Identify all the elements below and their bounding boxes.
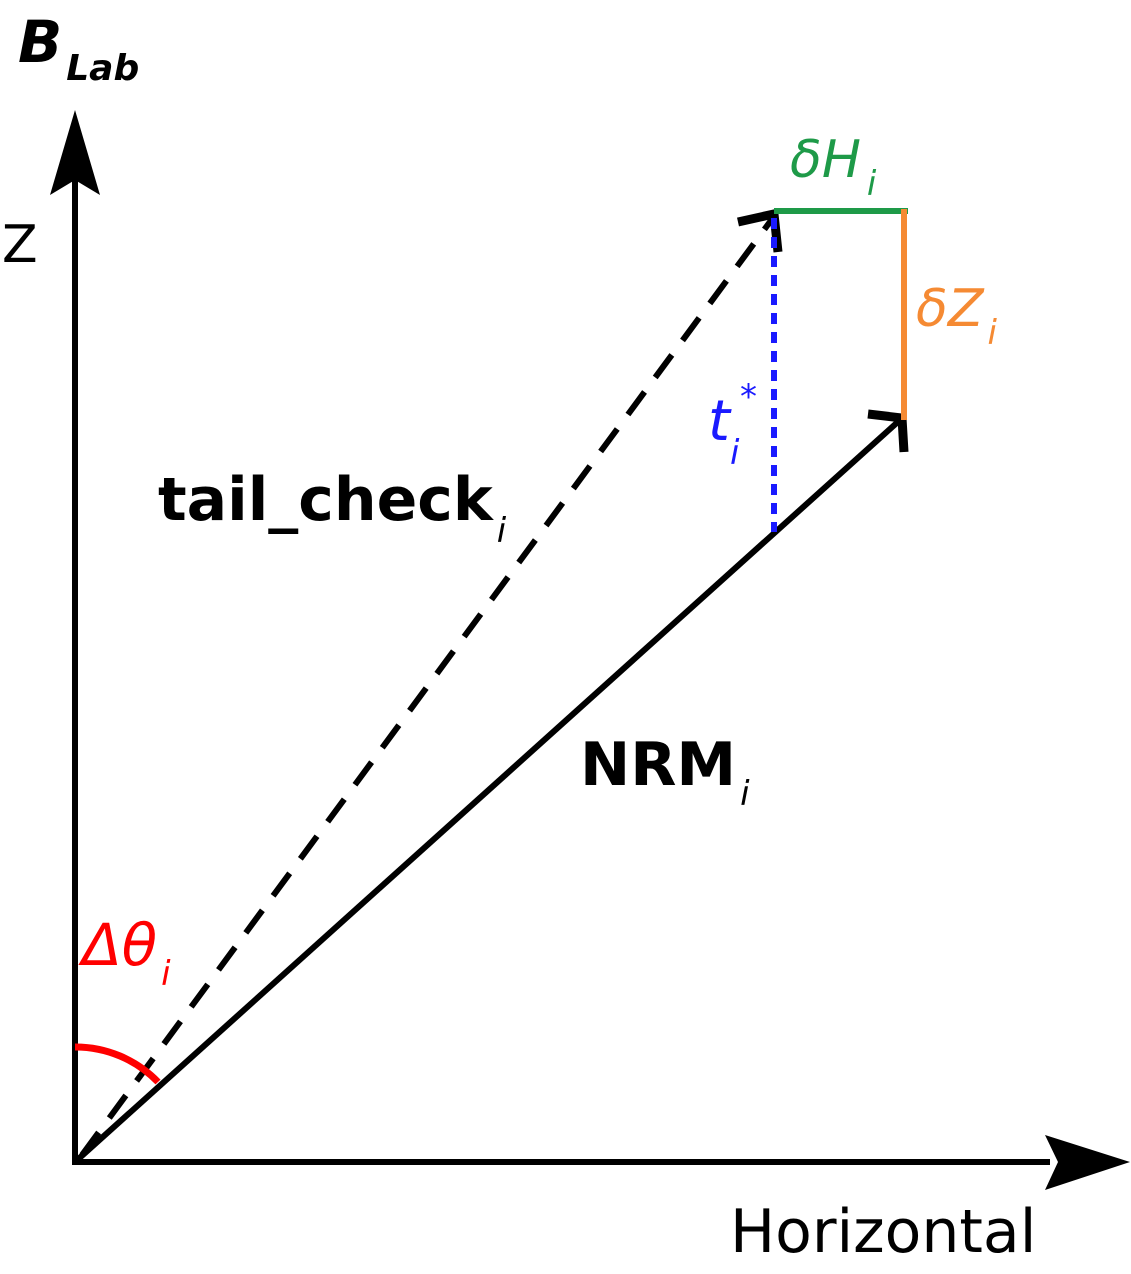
- field-label-main: B: [18, 8, 62, 76]
- nrm-vector-line: [72, 417, 903, 1165]
- delta-theta-arc: [74, 1043, 161, 1085]
- nrm-label-sub: i: [740, 774, 750, 814]
- z-axis-label: Z: [2, 215, 38, 275]
- nrm-label-main: NRM: [580, 730, 736, 800]
- delta-h-label-sub: i: [867, 164, 877, 204]
- field-label-sub: Lab: [66, 48, 139, 89]
- t-star-label-sup: *: [740, 377, 757, 417]
- t-star-label-main: t: [708, 389, 732, 454]
- horizontal-axis-arrowhead: [1045, 1135, 1130, 1190]
- delta-z-label-main: δZ: [916, 279, 985, 339]
- delta-theta-label-sub: i: [161, 954, 171, 994]
- delta-theta-label-main: Δθ: [78, 911, 157, 979]
- delta-h-label-main: δH: [790, 130, 861, 190]
- delta-z-label-sub: i: [987, 313, 997, 353]
- tail-check-label-sub: i: [497, 511, 507, 551]
- tail-check-vector-line: [79, 213, 778, 1157]
- tail-check-label-main: tail_check: [158, 465, 495, 535]
- horizontal-axis-label: Horizontal: [730, 1197, 1036, 1267]
- z-axis-arrowhead: [50, 110, 100, 195]
- t-star-label-sub: i: [730, 433, 740, 473]
